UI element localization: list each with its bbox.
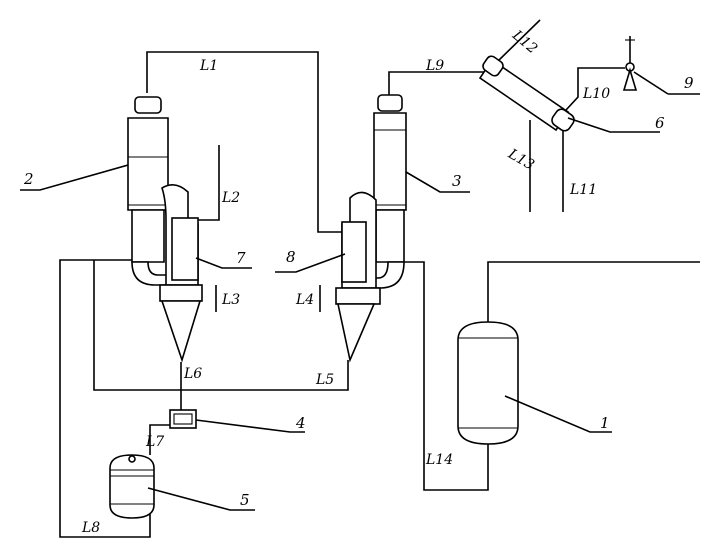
label-l8: L8 (81, 520, 100, 536)
tower-2-cap (134, 96, 162, 114)
box-4-inner (173, 413, 193, 425)
pipe-l7 (149, 424, 170, 455)
pipe-l1 (146, 51, 342, 233)
box-4 (169, 409, 197, 429)
leader-7 (195, 257, 252, 269)
pipelines (59, 19, 700, 538)
label-2: 2 (23, 170, 34, 188)
separator-7 (159, 184, 203, 363)
label-l1: L1 (199, 58, 218, 74)
label-l2: L2 (221, 190, 240, 206)
pipe-l12 (496, 19, 541, 63)
pipe-l8 (59, 259, 151, 538)
leader-3 (405, 171, 470, 193)
leader-2 (20, 164, 129, 191)
label-8: 8 (286, 248, 296, 266)
label-4: 4 (295, 414, 306, 432)
label-l12: L12 (508, 27, 540, 57)
pipe-return-left (93, 260, 349, 391)
label-l3: L3 (221, 292, 240, 308)
leader-4 (195, 419, 305, 433)
label-l10: L10 (582, 86, 610, 102)
label-l5: L5 (315, 372, 334, 388)
tower-2-body (127, 117, 169, 211)
equipment-numbers: 2 3 7 8 6 9 4 5 1 (23, 74, 694, 509)
leader-9-line (633, 71, 669, 95)
separator-7-flange (159, 284, 203, 302)
separator-8-flange (335, 287, 381, 305)
condenser-6 (478, 55, 575, 132)
label-3: 3 (452, 172, 462, 190)
pipe-l10 (565, 67, 625, 111)
separator-7-inner (171, 217, 199, 281)
tower-3-cap (377, 94, 403, 112)
separator-8-inner (341, 221, 367, 283)
label-l4: L4 (295, 292, 314, 308)
leader-6 (567, 117, 660, 133)
separator-8 (335, 191, 381, 363)
vent-9-stack (622, 67, 638, 91)
leader-8 (275, 253, 346, 273)
label-6: 6 (655, 114, 665, 132)
leader-1 (504, 395, 612, 433)
pipe-l2 (198, 145, 220, 221)
label-l14: L14 (425, 452, 453, 468)
leader-5 (147, 487, 255, 511)
label-1: 1 (600, 414, 610, 432)
label-7: 7 (236, 249, 246, 267)
pipe-tank-top (487, 261, 700, 322)
condenser-6-bottom-cap (551, 108, 575, 132)
pipe-l14 (402, 261, 489, 491)
vessel-5 (109, 454, 155, 519)
condenser-6-top-cap (482, 55, 504, 77)
cyclone-right (337, 303, 376, 363)
tower-3-body (373, 112, 407, 211)
vent-9 (622, 36, 700, 95)
label-l7: L7 (145, 434, 164, 450)
vessel-5-body (109, 454, 155, 519)
tank-1-body (457, 321, 519, 445)
leader-lines (20, 117, 660, 511)
condenser-6-body (478, 58, 570, 132)
label-l9: L9 (425, 58, 444, 74)
label-l11: L11 (569, 182, 597, 198)
label-l6: L6 (183, 366, 202, 382)
tower-2-lower (131, 209, 165, 263)
cyclone-left (160, 300, 202, 363)
storage-tank-1 (457, 321, 519, 445)
pipe-l9 (388, 71, 488, 95)
label-9: 9 (684, 74, 694, 92)
reactor-tower-2 (127, 96, 173, 286)
tower-3-lower (375, 209, 405, 263)
label-5: 5 (240, 491, 250, 509)
label-l13: L13 (504, 146, 536, 174)
